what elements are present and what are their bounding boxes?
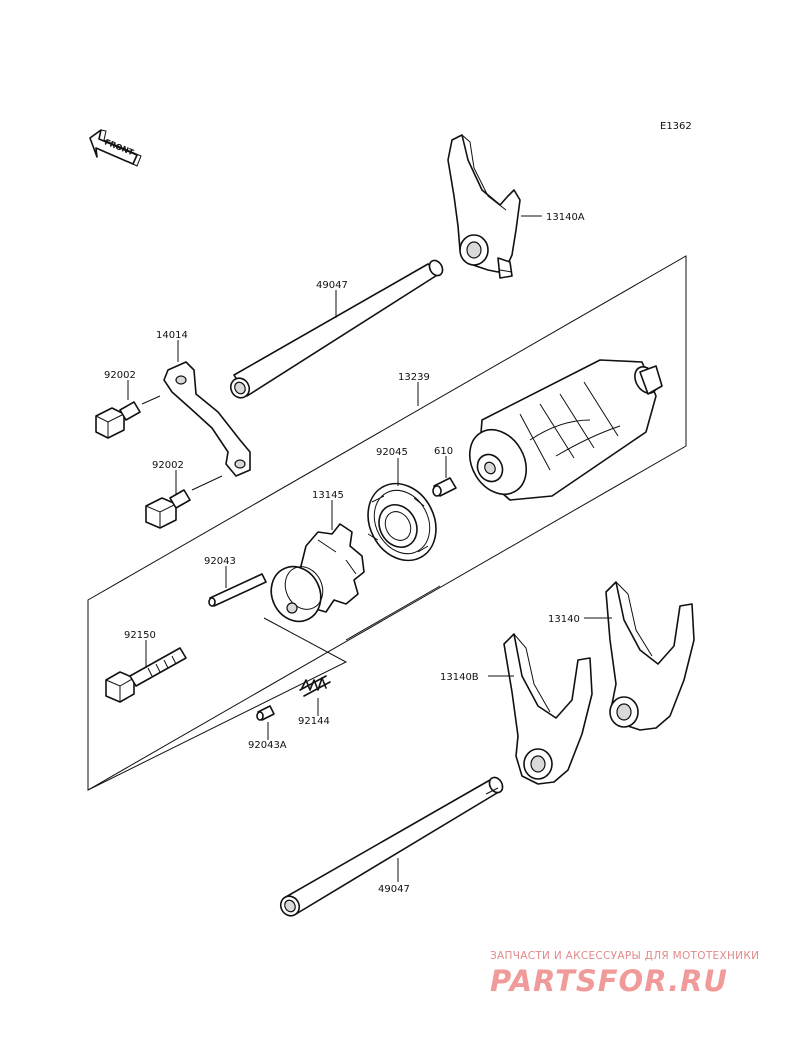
shift-fork-13140[interactable]	[605, 581, 695, 731]
shift-rod-49047-lower[interactable]	[277, 775, 505, 919]
label-13239: 13239	[398, 372, 430, 383]
label-49047-lower: 49047	[378, 884, 410, 895]
bolt-92002-lower[interactable]	[145, 489, 191, 529]
diagram-code: E1362	[660, 121, 692, 132]
front-arrow-icon: FRONT	[89, 129, 142, 167]
assembly-frame	[87, 255, 687, 791]
label-92150: 92150	[124, 630, 156, 641]
label-92144: 92144	[298, 716, 330, 727]
label-610: 610	[434, 446, 453, 457]
shift-fork-13140B[interactable]	[503, 633, 593, 785]
watermark-tagline: ЗАПЧАСТИ И АКСЕССУАРЫ ДЛЯ МОТОТЕХНИКИ	[490, 950, 760, 962]
spring-92144[interactable]	[299, 675, 331, 697]
label-92045: 92045	[376, 447, 408, 458]
pin-92043A[interactable]	[256, 705, 275, 721]
shift-rod-49047-upper[interactable]	[227, 258, 445, 401]
plate-14014[interactable]	[163, 361, 251, 477]
cam-13145[interactable]	[262, 523, 365, 630]
label-14014: 14014	[156, 330, 188, 341]
label-92002-upper: 92002	[104, 370, 136, 381]
bolt-92150[interactable]	[105, 647, 187, 703]
label-13140: 13140	[548, 614, 580, 625]
label-92043A: 92043A	[248, 740, 287, 751]
label-92043: 92043	[204, 556, 236, 567]
bolt-92002-upper[interactable]	[95, 401, 141, 439]
bearing-92045[interactable]	[355, 472, 449, 573]
shift-drum-13239[interactable]	[458, 359, 663, 504]
label-49047-upper: 49047	[316, 280, 348, 291]
label-13145: 13145	[312, 490, 344, 501]
label-92002-lower: 92002	[152, 460, 184, 471]
pin-610[interactable]	[432, 477, 457, 497]
watermark-logo: PARTSFOR.RU	[490, 964, 728, 998]
label-13140A: 13140A	[546, 212, 585, 223]
dowel-92043[interactable]	[208, 573, 267, 607]
shift-fork-13140A[interactable]	[447, 134, 521, 279]
label-13140B: 13140B	[440, 672, 479, 683]
